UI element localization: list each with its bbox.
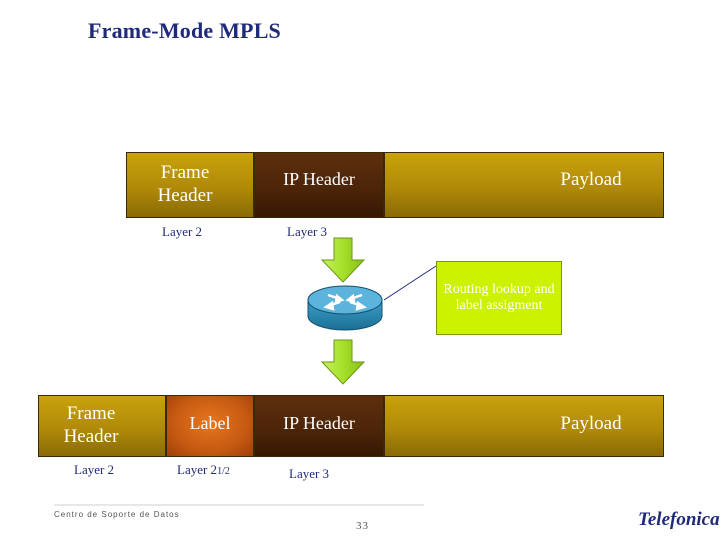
top-frame-header-segment: Frame Header: [126, 152, 254, 218]
top-frame-header-label: Frame Header: [157, 162, 213, 206]
top-payload-segment: Payload: [384, 152, 664, 218]
top-payload-label: Payload: [560, 168, 622, 190]
bottom-label-segment: Label: [166, 395, 254, 457]
bottom-layer2half-label: Layer 21/2: [177, 462, 230, 478]
bottom-layer2half-sub: 1/2: [217, 466, 230, 477]
bottom-layer2half-main: Layer 2: [177, 462, 218, 477]
page-number: 33: [356, 520, 369, 532]
bottom-frame-header-label: Frame Header: [63, 403, 119, 447]
bottom-layer2-label: Layer 2: [74, 462, 115, 477]
bottom-frame-header-segment: Frame Header: [38, 395, 166, 457]
down-arrow-icon: [320, 237, 366, 283]
routing-note: Routing lookup and label assigment: [436, 261, 562, 335]
down-arrow-icon: [320, 339, 366, 385]
top-layer2-label: Layer 2: [162, 224, 203, 239]
bottom-ip-header-label: IP Header: [283, 413, 355, 434]
bottom-layer3-label: Layer 3: [289, 466, 330, 481]
routing-note-text: Routing lookup and label assigment: [443, 281, 555, 313]
top-ip-header-label: IP Header: [283, 169, 355, 190]
page-title: Frame-Mode MPLS: [88, 18, 281, 43]
router-icon: [307, 285, 383, 331]
top-ip-header-segment: IP Header: [254, 152, 384, 218]
telefonica-logo: Telefonica: [638, 509, 720, 530]
bottom-payload-segment: Payload: [384, 395, 664, 457]
top-layer3-label: Layer 3: [287, 224, 328, 239]
footer-organization: Centro de Soporte de Datos: [54, 510, 180, 519]
bottom-ip-header-segment: IP Header: [254, 395, 384, 457]
connector-line: [383, 265, 437, 301]
bottom-label-label: Label: [189, 413, 231, 434]
bottom-payload-label: Payload: [560, 412, 622, 434]
